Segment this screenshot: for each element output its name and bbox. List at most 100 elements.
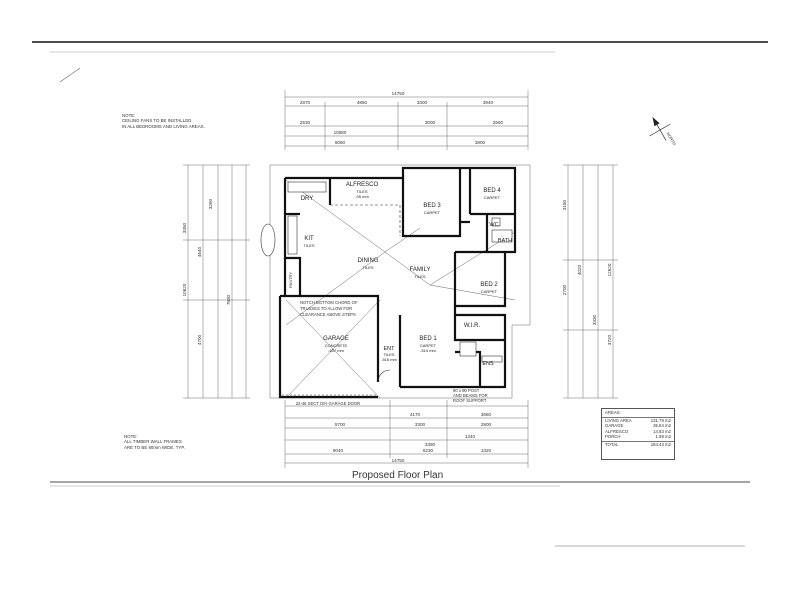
dim-bottom-9: 5230 — [423, 448, 434, 453]
room-wir: W.I.R. — [464, 323, 481, 329]
room-dining-floor: TILES — [362, 265, 373, 270]
dim-top-9: 6060 — [335, 140, 346, 145]
dim-top-overall: 14750 — [392, 91, 405, 96]
room-dining: DINING — [358, 258, 379, 264]
room-garage: GARAGE — [323, 336, 349, 342]
room-family-floor: TILES — [414, 274, 425, 279]
roof-outline — [269, 164, 531, 399]
ceiling-fan-note-line2: CEILING FANS TO BE INSTALLED — [122, 118, 192, 124]
dimensions-bottom — [284, 400, 529, 468]
dim-left-4: 4700 — [197, 334, 202, 345]
dim-left-1: 3260 — [208, 198, 213, 209]
room-bed4: BED 4 — [483, 188, 501, 194]
area-name: GARAGE — [605, 423, 624, 429]
area-total-value: 184.43 m2 — [650, 441, 671, 447]
room-bed4-floor: CARPET — [484, 195, 501, 200]
room-dry: DRY — [301, 196, 314, 202]
area-name: LIVING AREA — [605, 417, 632, 423]
laundry-bench — [287, 181, 327, 193]
areas-total-row: TOTAL 184.43 m2 — [602, 440, 674, 448]
dim-bottom-10: 1320 — [481, 448, 492, 453]
toilet — [491, 217, 501, 227]
sheet-border — [32, 41, 768, 547]
dim-top-6: 3000 — [425, 120, 436, 125]
dim-top-7: 2560 — [493, 120, 504, 125]
kitchen-island — [260, 223, 276, 257]
room-alfresco: ALFRESCO — [346, 182, 379, 188]
ceiling-fan-note-line3: IN ALL BEDROOMS AND LIVING AREAS. — [122, 123, 205, 129]
plan-title: Proposed Floor Plan — [352, 470, 444, 481]
dim-top-4: 3940 — [483, 100, 494, 105]
dim-right-3: 2700 — [562, 284, 567, 295]
room-bed2-floor: CARPET — [481, 289, 498, 294]
kitchen-bench — [287, 215, 298, 255]
dim-top-1: 2870 — [300, 100, 311, 105]
area-value: 1.98 m2 — [655, 434, 671, 440]
ensuite-vanity — [481, 355, 503, 363]
post-note-line3: ROOF SUPPORT — [453, 398, 487, 403]
dim-bottom-7: 1340 — [465, 434, 476, 439]
room-bed3: BED 3 — [423, 203, 441, 209]
dim-right-4: 3330 — [592, 314, 597, 325]
room-bed1-level: -514 mm — [420, 348, 436, 353]
dim-right-5: 3720 — [607, 334, 612, 345]
dimensions-top — [284, 90, 529, 150]
room-bed1: BED 1 — [419, 336, 437, 342]
dim-bottom-2: 3680 — [481, 412, 492, 417]
room-garage-level: -657 mm — [328, 348, 344, 353]
areas-table: AREAS: LIVING AREA 131.79 m2 GARAGE 35.8… — [601, 408, 675, 460]
dim-left-2: 4640 — [197, 246, 202, 257]
entry-door-swing — [377, 369, 391, 383]
room-alfresco-level: -95 mm — [355, 194, 369, 199]
dim-right-2: 4020 — [577, 264, 582, 275]
area-name: ALFRESCO — [605, 428, 629, 434]
dim-right-1: 3180 — [562, 199, 567, 210]
north-label: NORTH — [666, 131, 677, 146]
dim-bottom-1: 4170 — [410, 412, 421, 417]
timber-frame-note: NOTE: ALL TIMBER WALL FRAMES ARE TO BE 9… — [124, 434, 216, 450]
room-ent-floor: TILES — [383, 352, 394, 357]
truss-note-line2: TRUSSES TO ALLOW FOR — [300, 306, 352, 311]
post-note-line1: 90 x 90 POST — [453, 388, 480, 393]
dim-top-3: 3300 — [417, 100, 428, 105]
areas-row: LIVING AREA 131.79 m2 — [602, 418, 674, 424]
dim-bottom-3: 5700 — [335, 422, 346, 427]
room-garage-floor: CONCRETE — [325, 343, 348, 348]
room-bed3-floor: CARPET — [424, 210, 441, 215]
room-pantry: PANTRY — [288, 272, 293, 288]
areas-row: ALFRESCO 14.83 m2 — [602, 429, 674, 435]
room-ent: ENT — [384, 346, 396, 352]
dimensions-left — [183, 164, 250, 399]
dim-left-6: 10620 — [182, 283, 187, 296]
timber-frame-note-line1: NOTE: — [124, 434, 138, 439]
area-value: 35.84 m2 — [653, 423, 671, 429]
dim-bottom-5: 2800 — [481, 422, 492, 427]
room-bed2: BED 2 — [480, 282, 498, 288]
dim-bottom-overall: 14750 — [392, 458, 405, 463]
area-total-name: TOTAL — [605, 441, 619, 447]
dim-left-5: 3350 — [182, 222, 187, 233]
dim-bottom-6: 3390 — [425, 442, 436, 447]
areas-row: GARAGE 35.84 m2 — [602, 423, 674, 429]
room-bed1-floor: CARPET — [420, 343, 437, 348]
dim-right-6: 12620 — [607, 263, 612, 276]
areas-row: PORCH 1.98 m2 — [602, 434, 674, 440]
room-ent-level: -516 mm — [381, 357, 397, 362]
truss-note-line1: NOTCH BOTTOM CHORD OF — [300, 300, 358, 305]
walls — [278, 166, 517, 399]
alfresco-boundary — [330, 204, 401, 236]
ceiling-fan-note: NOTE: CEILING FANS TO BE INSTALLED IN AL… — [122, 113, 222, 129]
north-arrow: NORTH — [649, 117, 677, 146]
room-wc: WC — [489, 222, 498, 228]
dim-top-2: 4850 — [357, 100, 368, 105]
areas-header: AREAS: — [602, 409, 674, 418]
dim-bottom-4: 3300 — [415, 422, 426, 427]
room-ens: ENS — [482, 361, 494, 367]
ensuite-shower — [459, 341, 477, 357]
ceiling-fan-note-line1: NOTE: — [122, 113, 136, 118]
dim-bottom-8: 9040 — [333, 448, 344, 453]
dim-left-3: 7830 — [226, 294, 231, 305]
room-kit-floor: TILES — [303, 243, 314, 248]
area-value: 131.79 m2 — [650, 417, 671, 423]
room-alfresco-floor: TILES — [356, 189, 367, 194]
